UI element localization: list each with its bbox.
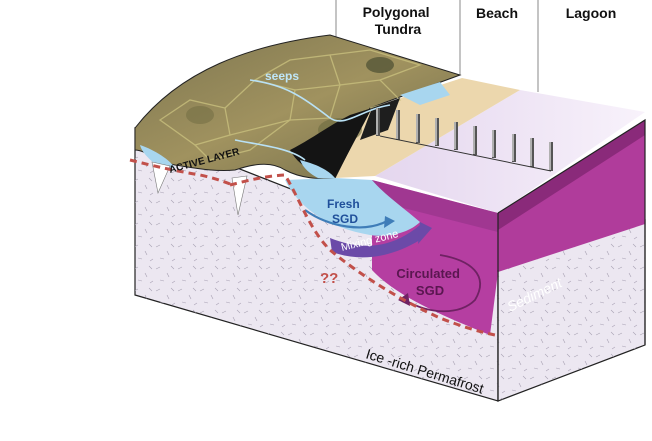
seep-pools	[400, 82, 450, 105]
lagoon-surface	[375, 90, 645, 213]
circulated-sgd-arrow	[404, 254, 481, 313]
seep-streams	[234, 79, 391, 161]
header-polygonal-tundra: Polygonal Tundra	[363, 4, 434, 37]
label-unknown: ??	[320, 270, 338, 287]
thermokarst-pond	[366, 57, 394, 73]
piezometers	[376, 108, 553, 171]
fresh-sgd-arrow	[304, 209, 386, 229]
eroded-bluff	[290, 108, 372, 178]
header-beach: Beach	[476, 5, 518, 21]
beach-surface	[335, 78, 520, 178]
label-fresh-sgd: Fresh SGD	[327, 197, 363, 226]
label-circulated-sgd: Circulated SGD	[396, 266, 463, 298]
label-seeps: seeps	[265, 69, 299, 83]
mixing-zone-band	[330, 225, 428, 258]
header-lagoon: Lagoon	[566, 5, 617, 21]
